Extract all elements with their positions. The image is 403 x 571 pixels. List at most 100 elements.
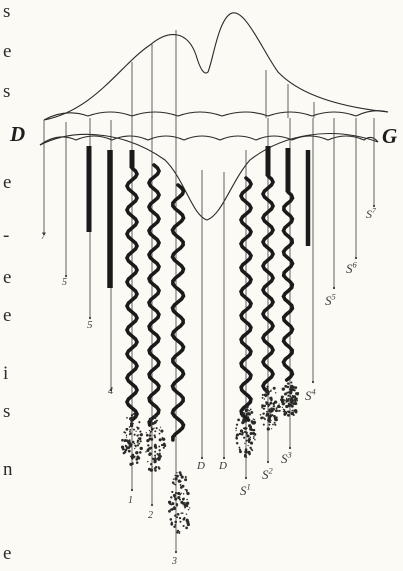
granule-dot [136,435,138,437]
granule-dot [235,427,237,429]
granule-dot [159,438,162,441]
granule-dot [236,433,239,436]
lower-baseline [40,136,378,145]
granule-dot [179,531,181,533]
granule-dot [177,496,180,499]
fibre-end-dot [201,457,203,459]
granule-dot [183,525,185,527]
center-label-d-right: D [219,461,227,472]
granule-dot [154,434,156,436]
granule-dot [279,406,281,408]
granule-dot [137,444,139,446]
granule-dot [179,494,181,496]
granule-dot [175,484,177,486]
thin-fibre-lines [43,30,375,553]
granule-dot [246,433,248,435]
side-label-right: G [382,124,397,149]
granule-dot [163,439,165,441]
fibre-label-s6: S6 [346,262,357,275]
granule-dot [244,455,247,458]
granule-dot [185,489,186,490]
granule-dot [239,447,241,449]
granule-dot [245,410,247,412]
granule-dot [267,427,270,430]
granule-dot [177,530,179,532]
fibre-label-s5: S5 [325,294,336,307]
granule-dot [174,477,177,480]
granule-dot [154,436,156,438]
wavy-fibre [149,165,159,425]
granule-dot [269,424,271,426]
granule-dot [174,524,176,526]
granule-dot [252,421,255,424]
granule-dot [291,412,294,415]
granule-dot [275,409,278,412]
granule-dot [123,452,125,454]
granule-dot [184,507,186,509]
granule-dot [291,382,293,384]
granule-dot [268,409,271,412]
granule-dot [273,405,275,407]
fibre-end-dot [312,381,314,383]
granule-dot [268,420,270,422]
granule-dot [262,413,264,415]
granule-dot [283,396,284,397]
granule-dot [249,447,251,449]
granule-dot [125,449,128,452]
granule-dot [154,444,156,446]
granule-dot [154,421,157,424]
granule-dot [154,455,156,457]
granule-dot [175,475,177,477]
granule-dot [149,430,150,431]
center-label-d-left: D [197,461,205,472]
granule-dot [172,481,175,484]
granule-dot [129,429,131,431]
granule-dot [140,433,143,436]
granule-dot [248,424,251,427]
fibre-label-5-lower: 5 [87,320,93,331]
granule-dot [147,444,149,446]
granule-dot [279,410,281,412]
granule-dot [150,423,151,424]
granule-dot [176,516,178,518]
granule-dot [282,387,285,390]
granule-dot [156,458,158,460]
granule-dot [134,443,136,445]
fibre-label-3: 3 [172,557,177,567]
granule-dot [186,489,188,491]
granule-dot [175,492,177,494]
granule-dot [284,385,287,388]
upper-baseline [44,111,388,120]
granule-dot [250,409,252,411]
granule-dot [121,439,124,442]
granule-dot [139,431,141,433]
granule-dot [146,432,147,433]
granule-dot [174,508,176,510]
fibre-label-4: 4 [108,387,113,397]
granule-dot [132,463,134,465]
granule-dot [122,448,125,451]
granule-dot [150,463,152,465]
granule-dot [160,456,161,457]
granule-dot [134,448,135,449]
granule-dot [270,402,273,405]
granule-dot [294,386,297,389]
granule-dot [287,414,290,417]
granule-dot [133,429,135,431]
granule-dot [171,502,174,505]
granule-dot [156,427,158,429]
granule-dot [188,509,190,511]
granule-dot [138,421,140,423]
granule-dot [186,502,189,505]
granule-dot [174,514,177,517]
granule-dot [287,382,289,384]
granule-dot [138,443,140,445]
granule-dot [137,427,139,429]
granule-dot [151,427,152,428]
granule-dot [154,451,156,453]
granule-dot [186,505,188,507]
granule-dot [247,445,248,446]
granule-dot [174,498,177,501]
granule-dot [154,446,157,449]
granule-dot [267,402,268,403]
